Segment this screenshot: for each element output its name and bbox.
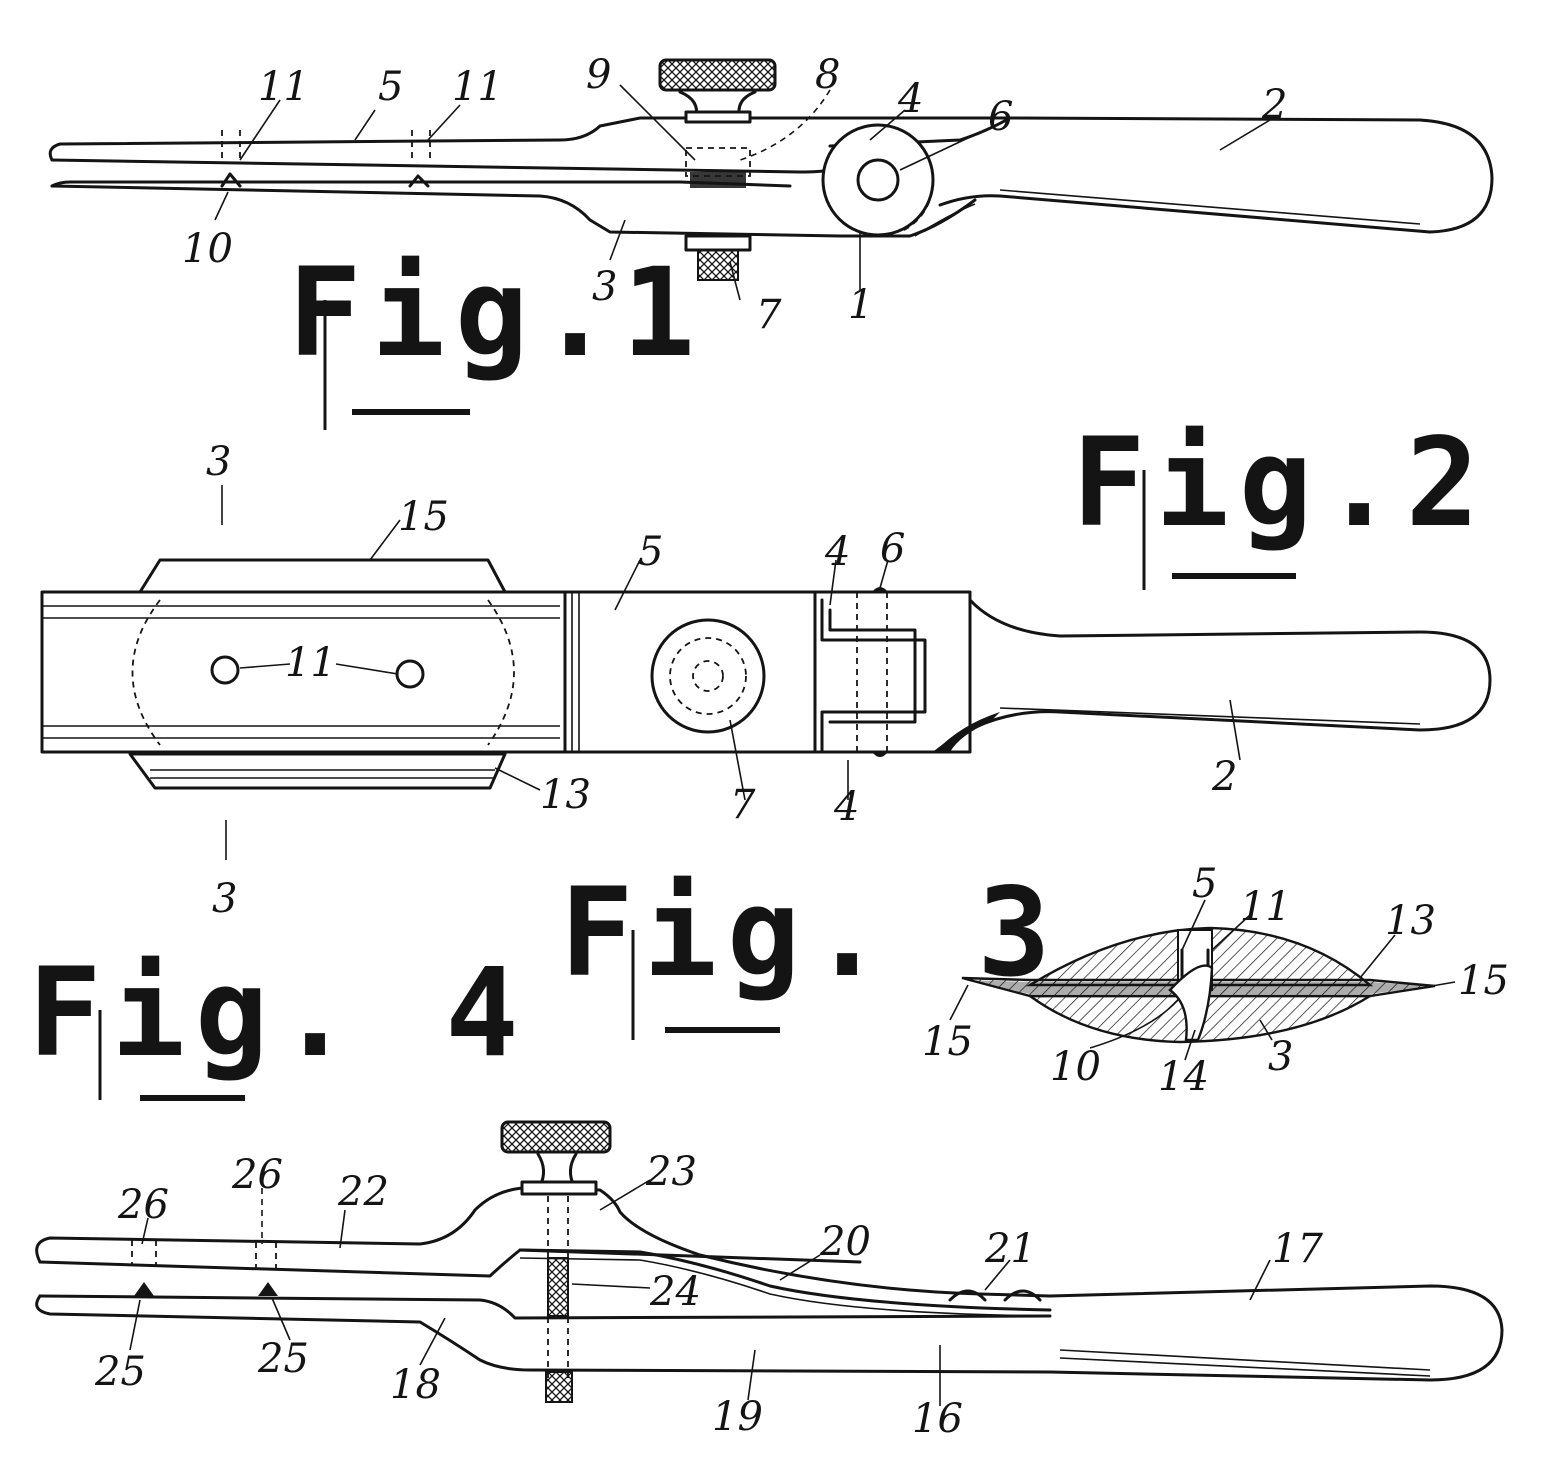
fig1-title: Fig.1 bbox=[288, 242, 705, 384]
fig1-ref-11a: 11 bbox=[258, 64, 309, 110]
fig2-handle bbox=[935, 600, 1490, 752]
figure-1: Fig.1 11 5 11 9 8 4 6 2 10 3 7 1 bbox=[50, 52, 1492, 430]
fig3-ref-15-left: 15 bbox=[922, 1019, 973, 1065]
fig1-ref-2: 2 bbox=[1261, 82, 1287, 128]
fig4-ref-25b: 25 bbox=[257, 1336, 309, 1382]
fig2-upper-wing bbox=[140, 560, 505, 592]
fig4-ref-25a: 25 bbox=[94, 1349, 146, 1395]
fig1-lower-jaw-top bbox=[52, 182, 790, 186]
fig1-thumb-nut bbox=[660, 60, 775, 90]
fig3-ref-5: 5 bbox=[1192, 861, 1217, 907]
fig4-thumb-nut bbox=[502, 1122, 610, 1152]
fig1-upper-jaw-lower-edge bbox=[52, 160, 830, 172]
fig2-ref-7: 7 bbox=[730, 782, 756, 828]
fig3-ref-11: 11 bbox=[1240, 884, 1291, 930]
fig2-ref-5: 5 bbox=[638, 529, 663, 575]
fig2-lower-wing bbox=[130, 754, 505, 788]
fig1-ref-8: 8 bbox=[815, 52, 840, 98]
fig2-ref-2: 2 bbox=[1211, 754, 1237, 800]
fig3-ref-10: 10 bbox=[1050, 1044, 1101, 1090]
fig4-upper-jaw bbox=[37, 1188, 1050, 1296]
fig4-ref-21: 21 bbox=[984, 1226, 1036, 1272]
fig2-ref-13: 13 bbox=[540, 772, 591, 818]
fig1-ref-4: 4 bbox=[897, 76, 923, 122]
fig4-ref-20: 20 bbox=[819, 1219, 871, 1265]
fig4-ref-23: 23 bbox=[645, 1149, 697, 1195]
fig1-pivot-disk bbox=[823, 125, 933, 235]
fig1-ref-7: 7 bbox=[756, 292, 782, 338]
fig3-ref-13: 13 bbox=[1385, 898, 1436, 944]
fig3-ref-3: 3 bbox=[1268, 1034, 1293, 1080]
fig2-ref-15: 15 bbox=[398, 494, 449, 540]
fig1-ref-5: 5 bbox=[378, 64, 403, 110]
fig1-ref-11b: 11 bbox=[452, 64, 503, 110]
fig4-screw-end bbox=[546, 1372, 572, 1402]
fig3-title: Fig. 3 bbox=[560, 862, 1061, 1004]
fig4-lower-jaw bbox=[37, 1296, 1050, 1372]
fig4-ref-26a: 26 bbox=[117, 1182, 169, 1228]
fig3-ref-15-right: 15 bbox=[1458, 958, 1509, 1004]
fig4-ref-22: 22 bbox=[337, 1169, 389, 1215]
fig1-ref-6: 6 bbox=[988, 94, 1013, 140]
fig4-ref-17: 17 bbox=[1272, 1226, 1323, 1272]
fig1-handle bbox=[940, 118, 1492, 232]
fig2-ref-4-top: 4 bbox=[824, 529, 850, 575]
fig2-ref-11: 11 bbox=[285, 640, 336, 686]
figure-2: Fig.2 3 15 5 4 6 11 2 13 7 4 3 bbox=[42, 412, 1490, 922]
fig1-ref-10: 10 bbox=[182, 226, 233, 272]
fig4-ref-18: 18 bbox=[390, 1362, 441, 1408]
fig1-ref-9: 9 bbox=[586, 52, 611, 98]
fig4-ref-16: 16 bbox=[912, 1396, 963, 1442]
fig4-ref-19: 19 bbox=[712, 1394, 763, 1440]
fig4-handle bbox=[1050, 1286, 1502, 1380]
fig1-ref-1: 1 bbox=[848, 282, 873, 328]
fig4-ref-26b: 26 bbox=[231, 1152, 283, 1198]
fig2-ref-6: 6 bbox=[880, 526, 905, 572]
fig3-ref-14: 14 bbox=[1158, 1054, 1209, 1100]
fig2-title: Fig.2 bbox=[1072, 412, 1489, 554]
figure-3: Fig. 3 5 11 13 15 15 10 14 3 bbox=[560, 861, 1509, 1100]
fig4-title: Fig. 4 bbox=[28, 942, 529, 1084]
fig2-ref-4-bottom: 4 bbox=[833, 784, 859, 830]
fig4-ref-24: 24 bbox=[649, 1269, 701, 1315]
fig2-ref-3-bottom: 3 bbox=[212, 876, 237, 922]
fig1-ref-3: 3 bbox=[592, 264, 617, 310]
fig2-ref-3-top: 3 bbox=[206, 439, 231, 485]
